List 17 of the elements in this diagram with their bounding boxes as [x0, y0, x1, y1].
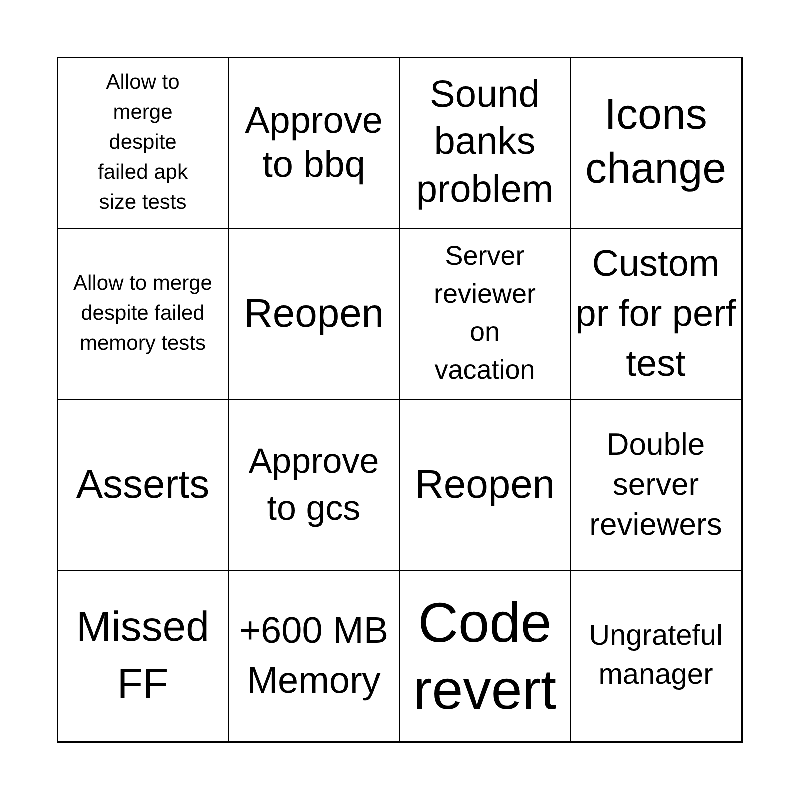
square-text: Allow to merge despite failed memory tests — [72, 270, 214, 357]
square-text: Code revert — [412, 590, 558, 723]
square-text: Missed FF — [75, 602, 211, 709]
square-text: Asserts — [76, 462, 210, 509]
square-text: Allow to merge despite failed apk size tests — [97, 70, 189, 216]
square-text: Ungrateful manager — [588, 618, 724, 693]
square-text: Reopen — [414, 462, 556, 509]
square-text: Double server reviewers — [588, 426, 724, 544]
square-text: Reopen — [244, 291, 384, 338]
bingo-square — [570, 570, 742, 742]
square-text: Custom pr for perf test — [574, 242, 738, 386]
square-text: Icons change — [584, 90, 728, 195]
square-text: +600 MB Memory — [238, 609, 390, 703]
square-text: Server reviewer on vacation — [432, 240, 538, 387]
square-text: Approve to bbq — [244, 98, 384, 187]
square-text: Sound banks problem — [415, 72, 555, 213]
square-text: Approve to gcs — [248, 440, 380, 530]
